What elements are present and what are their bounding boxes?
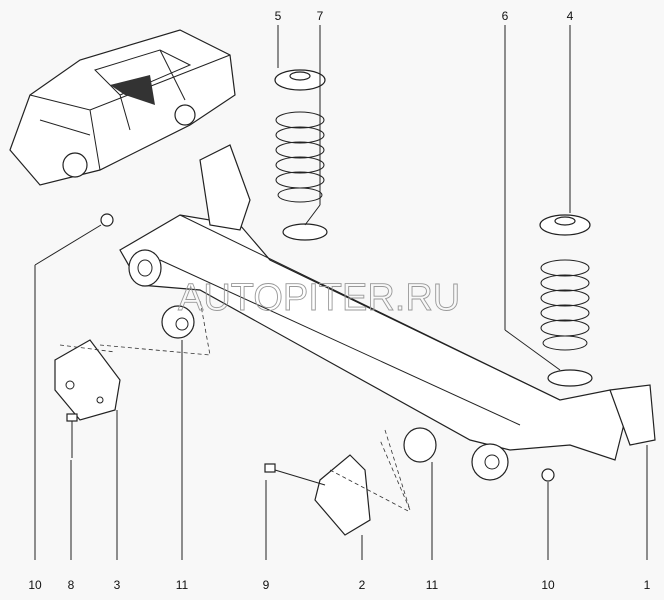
bracket-left: [54, 339, 121, 421]
callout-label: 3: [114, 578, 121, 592]
callout-label: 7: [317, 9, 324, 23]
rear-axle-beam: [119, 144, 656, 461]
spring-left: [274, 69, 328, 241]
callout-label: 9: [263, 578, 270, 592]
nut-left: [100, 213, 114, 227]
callout-label: 1: [644, 578, 651, 592]
callout-label: 5: [275, 9, 282, 23]
nut-right: [541, 468, 555, 482]
callout-label: 6: [502, 9, 509, 23]
bolt-left: [66, 413, 78, 458]
bushing-left: [161, 305, 195, 339]
leader-lines: [34, 25, 648, 560]
callout-label: 8: [68, 578, 75, 592]
spring-right: [539, 214, 593, 387]
callout-label: 11: [426, 578, 439, 592]
callout-label: 10: [28, 578, 42, 592]
bolt-right: [264, 463, 326, 486]
callout-label: 2: [359, 578, 366, 592]
watermark: AUTOPITER.RU: [178, 277, 460, 319]
bushing-right: [403, 427, 509, 481]
vehicle-icon: [9, 29, 236, 186]
callout-label: 11: [176, 578, 189, 592]
callout-label: 4: [567, 9, 574, 23]
callout-label: 10: [541, 578, 555, 592]
bracket-right: [314, 454, 371, 536]
